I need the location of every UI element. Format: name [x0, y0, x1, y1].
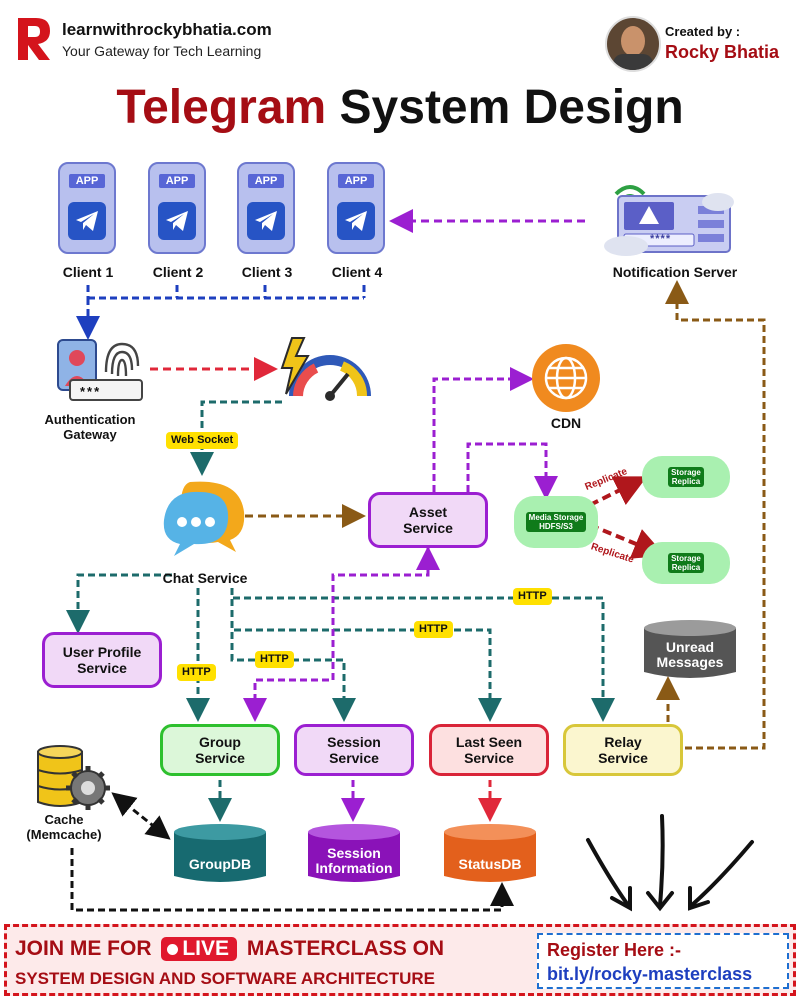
http-tag-relay: HTTP [513, 588, 552, 605]
group-service-box: Group Service [160, 724, 280, 776]
client-4: APP [327, 162, 387, 258]
notification-server-label: Notification Server [612, 264, 738, 280]
banner-line1: JOIN ME FOR LIVE MASTERCLASS ON [15, 937, 444, 961]
client-2-label: Client 2 [152, 264, 204, 280]
relay-service-box: Relay Service [563, 724, 683, 776]
client-2: APP [148, 162, 208, 258]
cdn-icon [531, 343, 601, 413]
authentication-gateway-label: Authentication Gateway [44, 412, 136, 442]
register-link[interactable]: bit.ly/rocky-masterclass [547, 964, 753, 984]
page-title: Telegram System Design [0, 80, 800, 135]
clients-bus [86, 285, 366, 330]
cdn-label: CDN [550, 415, 582, 431]
telegram-icon [158, 202, 196, 240]
http-tag-group: HTTP [177, 664, 216, 681]
unread-messages-label: Unread Messages [656, 639, 724, 670]
live-text: LIVE [182, 937, 230, 960]
statusdb-label: StatusDB [458, 856, 522, 872]
author-avatar [605, 16, 661, 72]
app-badge: APP [338, 174, 374, 188]
banner-join-text: JOIN ME FOR [15, 937, 152, 960]
cache-to-statusdb-arrow [70, 848, 514, 912]
replicate-arrow-1 [589, 476, 648, 507]
auth-mask: *** [80, 384, 102, 399]
cache-label: Cache (Memcache) [26, 812, 102, 842]
asset-to-cdn-arrow [432, 367, 534, 492]
register-label: Register Here :- [547, 940, 682, 960]
statusdb-cylinder [442, 822, 538, 886]
chat-service-label: Chat Service [162, 570, 248, 586]
telegram-icon [337, 202, 375, 240]
notification-server-icon [598, 168, 738, 258]
relay-to-notification-arrow [665, 280, 766, 750]
client-3: APP [237, 162, 297, 258]
storage-replica-2-label: Storage Replica [668, 553, 704, 573]
title-telegram: Telegram [116, 81, 327, 134]
telegram-icon [247, 202, 285, 240]
http-tag-session: HTTP [255, 651, 294, 668]
banner-masterclass-text: MASTERCLASS ON [246, 937, 445, 960]
client-3-label: Client 3 [241, 264, 293, 280]
session-info-label: Session Information [315, 845, 393, 876]
storage-replica-1-cloud: Storage Replica [642, 456, 730, 498]
websocket-tag: Web Socket [166, 432, 239, 449]
media-storage-cloud: Media Storage HDFS/S3 [514, 496, 598, 548]
client-1: APP [58, 162, 118, 258]
banner-line2: SYSTEM DESIGN AND SOFTWARE ARCHITECTURE [15, 969, 435, 988]
asset-to-group-arrow [243, 548, 430, 722]
unread-messages-db [642, 618, 738, 682]
cache-groupdb-arrow [111, 792, 171, 840]
telegram-icon [68, 202, 106, 240]
chat-to-profile-arrow [66, 573, 172, 634]
title-system-design: System Design [339, 81, 684, 134]
app-badge: APP [159, 174, 195, 188]
client-4-label: Client 4 [331, 264, 383, 280]
groupdb-cylinder [172, 822, 268, 886]
live-dot-icon [167, 944, 179, 955]
groupdb-label: GroupDB [188, 856, 252, 872]
asset-to-media-arrow [466, 442, 558, 500]
live-badge[interactable]: LIVE [161, 937, 238, 961]
session-info-cylinder [306, 822, 402, 886]
media-storage-label: Media Storage HDFS/S3 [525, 512, 587, 532]
session-service-box: Session Service [294, 724, 414, 776]
chat-to-lastseen-arrow [230, 588, 502, 722]
client-1-label: Client 1 [62, 264, 114, 280]
chat-bubble-icon [160, 478, 248, 558]
brand-logo-icon [18, 18, 50, 60]
site-name: learnwithrockybhatia.com [62, 20, 272, 39]
site-tagline: Your Gateway for Tech Learning [62, 43, 262, 59]
last-seen-service-box: Last Seen Service [429, 724, 549, 776]
storage-replica-1-label: Storage Replica [668, 467, 704, 487]
asset-service-box: Asset Service [368, 492, 488, 548]
created-by-label: Created by : [665, 24, 741, 39]
pointer-arrows-icon [586, 814, 754, 912]
cache-icon [36, 744, 112, 814]
user-profile-service-box: User Profile Service [42, 632, 162, 688]
storage-replica-2-cloud: Storage Replica [642, 542, 730, 584]
author-name: Rocky Bhatia [665, 42, 780, 62]
authentication-gateway-icon [56, 336, 148, 406]
chat-to-relay-arrow [230, 588, 615, 722]
gauge-icon [278, 336, 378, 408]
http-tag-lastseen: HTTP [414, 621, 453, 638]
app-badge: APP [69, 174, 105, 188]
app-badge: APP [248, 174, 284, 188]
masterclass-banner: JOIN ME FOR LIVE MASTERCLASS ON SYSTEM D… [4, 924, 796, 996]
notification-server-mask: **** [650, 233, 672, 245]
register-box[interactable]: Register Here :- bit.ly/rocky-masterclas… [537, 933, 789, 989]
